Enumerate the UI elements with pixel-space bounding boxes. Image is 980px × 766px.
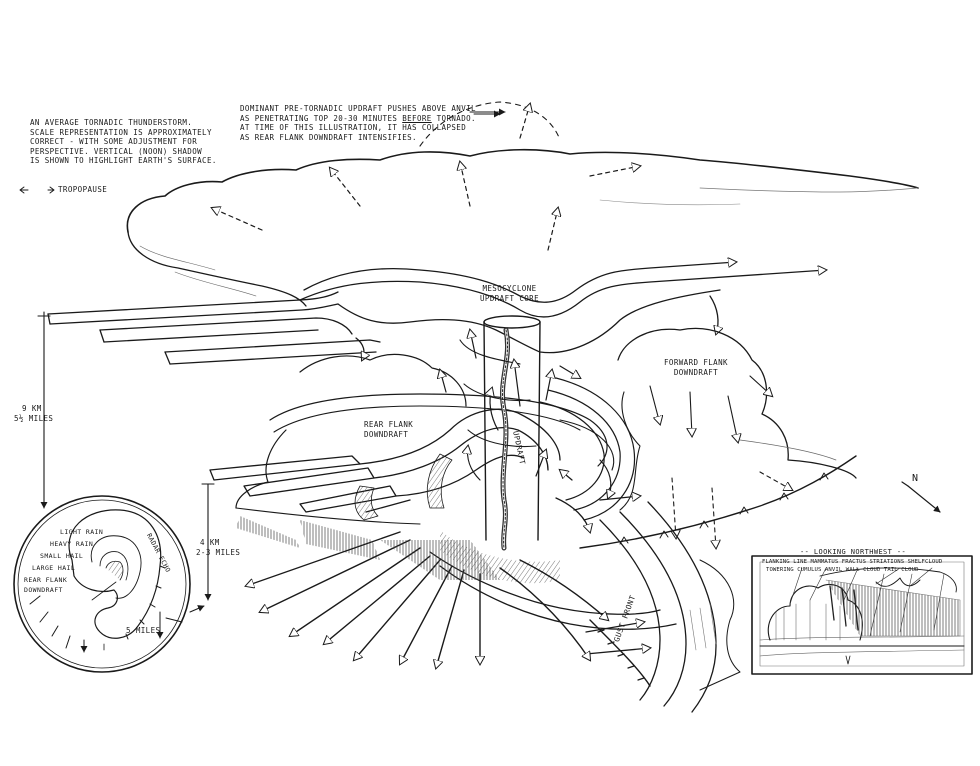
radar-rear-flank: REAR FLANK DOWNDRAFT	[24, 576, 67, 595]
intro-line: IS SHOWN TO HIGHLIGHT EARTH'S SURFACE.	[30, 156, 217, 165]
low-level-inflow	[209, 393, 615, 513]
intro-line: CORRECT - WITH SOME ADJUSTMENT FOR	[30, 137, 198, 146]
mesocyclone-core	[354, 315, 580, 551]
rear-flank-label: REAR FLANK DOWNDRAFT	[364, 420, 413, 439]
radar-light-rain: LIGHT RAIN	[60, 528, 104, 536]
tropopause-label: TROPOPAUSE	[58, 185, 108, 194]
height-line: 9 KM	[22, 404, 42, 413]
radar-small-hail: SMALL HAIL	[40, 552, 84, 560]
intro-text: AN AVERAGE TORNADIC THUNDERSTORM. SCALE …	[30, 118, 250, 166]
inset-row-1: FLANKING LINE MAMMATUS FRACTUS STRIATION…	[762, 559, 943, 565]
forward-flank-label: FORWARD FLANK DOWNDRAFT	[664, 358, 728, 377]
note-text: TORNADO. AT TIME OF THIS ILLUSTRATION, I…	[240, 113, 476, 142]
mesocyclone-label: MESOCYCLONE UPDRAFT CORE	[480, 284, 539, 303]
upper-level-winds	[47, 262, 826, 365]
intro-line: PERSPECTIVE. VERTICAL (NOON) SHADOW	[30, 146, 203, 156]
mesocyclone-label-line: UPDRAFT CORE	[480, 293, 539, 303]
outflow-arrows	[246, 531, 608, 668]
inset-title: -- LOOKING NORTHWEST --	[800, 548, 907, 556]
precip-skirt	[689, 559, 741, 691]
mesocyclone-label-line: MESOCYCLONE	[482, 284, 537, 293]
cold-front-line	[579, 455, 857, 687]
forward-flank-line: DOWNDRAFT	[673, 367, 719, 377]
inset-panel	[751, 555, 973, 675]
note-emphasis: BEFORE	[402, 113, 432, 123]
north-label: N	[912, 473, 919, 484]
note-text: DOMINANT PRE-TORNADIC UPDRAFT PUSHES ABO…	[240, 104, 476, 123]
forward-flank-cloud	[617, 327, 857, 548]
height-markers	[37, 311, 215, 601]
radar-rear-flank-line: DOWNDRAFT	[24, 585, 63, 594]
gust-front	[429, 470, 717, 713]
intro-line: SCALE REPRESENTATION IS APPROXIMATELY	[30, 127, 212, 137]
radar-rear-flank-line: REAR FLANK	[24, 576, 68, 584]
rear-flank-line: DOWNDRAFT	[364, 429, 409, 439]
inset-title-text: LOOKING NORTHWEST	[813, 548, 893, 556]
radar-heavy-rain: HEAVY RAIN	[50, 540, 94, 548]
radar-large-hail: LARGE HAIL	[32, 564, 76, 572]
updraft-note: DOMINANT PRE-TORNADIC UPDRAFT PUSHES ABO…	[240, 104, 480, 142]
rear-flank-arcs	[539, 377, 636, 521]
height-line: 2-3 MILES	[196, 547, 241, 557]
height-9km-label: 9 KM 5½ MILES	[14, 404, 53, 423]
height-4km-label: 4 KM 2-3 MILES	[196, 538, 240, 557]
forward-flank-line: FORWARD FLANK	[664, 358, 728, 367]
anvil-cloud	[126, 101, 919, 307]
intro-line: AN AVERAGE TORNADIC THUNDERSTORM.	[30, 118, 193, 127]
radar-echo-plan	[13, 495, 205, 673]
height-line: 4 KM	[200, 538, 220, 547]
rear-flank-line: REAR FLANK	[364, 420, 414, 429]
tropopause-arrow	[19, 186, 55, 194]
inset-row-2: TOWERING CUMULUS ANVIL WALL CLOUD TAIL C…	[766, 567, 919, 573]
anvil-divergence-arrows	[212, 104, 640, 251]
north-arrow	[901, 481, 941, 513]
radar-scale-label: 5 MILES	[126, 626, 161, 635]
height-line: 5½ MILES	[14, 413, 54, 423]
